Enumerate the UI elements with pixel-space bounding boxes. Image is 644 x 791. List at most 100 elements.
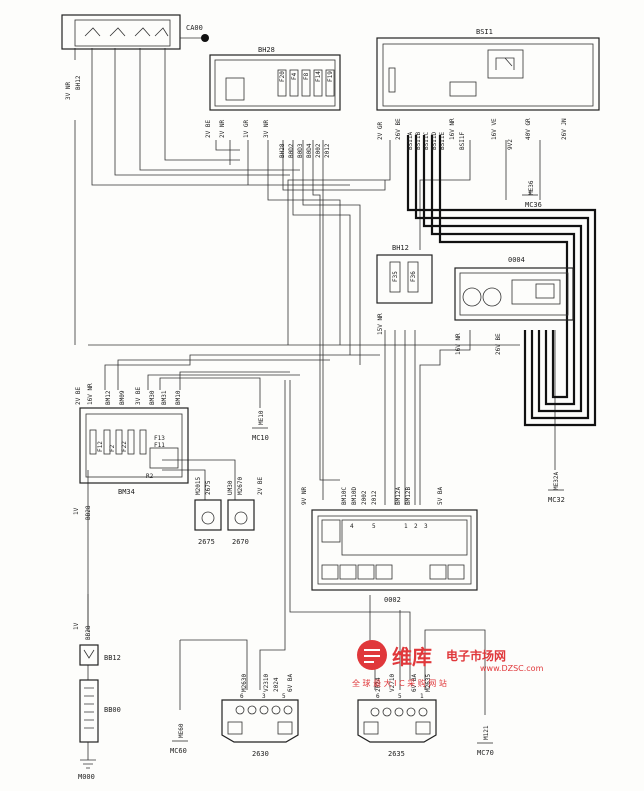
svg-text:BSI1A: BSI1A: [407, 132, 414, 150]
svg-text:MC70: MC70: [477, 749, 494, 757]
svg-text:6V BA: 6V BA: [287, 674, 294, 692]
svg-text:6: 6: [240, 693, 244, 700]
svg-text:MC60: MC60: [170, 747, 187, 755]
svg-text:2012: 2012: [371, 490, 378, 505]
label-bm34: BM34: [118, 488, 135, 496]
svg-text:16V VE: 16V VE: [491, 118, 498, 140]
svg-text:BM10D: BM10D: [351, 487, 358, 505]
svg-text:F12: F12: [97, 441, 104, 452]
svg-text:M2630: M2630: [241, 674, 248, 692]
svg-text:16V NR: 16V NR: [455, 333, 462, 355]
svg-text:5V BA: 5V BA: [437, 487, 444, 505]
svg-text:2V BE: 2V BE: [205, 120, 212, 138]
svg-text:BSI1E: BSI1E: [439, 132, 446, 150]
svg-text:2024: 2024: [375, 677, 382, 692]
svg-text:3: 3: [424, 523, 428, 530]
svg-text:2: 2: [414, 523, 418, 530]
label-bb00: BB00: [104, 706, 121, 714]
fuse-bh28-2: [289, 69, 299, 97]
svg-text:BM12B: BM12B: [405, 487, 412, 505]
svg-text:9V NR: 9V NR: [301, 487, 308, 505]
svg-text:2V BE: 2V BE: [257, 477, 264, 495]
label-bh12: BH12: [392, 244, 409, 252]
svg-text:M2015: M2015: [195, 477, 202, 495]
svg-text:UM30: UM30: [227, 480, 234, 495]
svg-text:维库: 维库: [392, 645, 432, 669]
svg-text:4: 4: [350, 523, 354, 530]
label-bb12: BB12: [104, 654, 121, 662]
label-ca00: CA00: [186, 24, 203, 32]
svg-text:2675: 2675: [198, 538, 215, 546]
svg-text:5: 5: [372, 523, 376, 530]
component-ca00: CA00 3V NR BH12: [61, 14, 209, 100]
svg-text:M2635: M2635: [425, 674, 432, 692]
svg-text:F13: F13: [154, 435, 165, 442]
svg-text:2002: 2002: [315, 143, 322, 158]
svg-text:M121: M121: [483, 725, 490, 740]
label-0002: 0002: [384, 596, 401, 604]
svg-text:BSI1D: BSI1D: [431, 132, 438, 150]
svg-text:www.DZSC.com: www.DZSC.com: [480, 664, 544, 673]
component-bm34: F12 F2 F22 F13 F11 R2 BM34 2V BE 16V NR …: [75, 383, 189, 496]
svg-text:BSI1B: BSI1B: [415, 132, 422, 150]
svg-text:BM12: BM12: [105, 390, 112, 405]
svg-text:BB28: BB28: [85, 625, 92, 640]
svg-text:F20: F20: [279, 71, 286, 82]
svg-text:F11: F11: [154, 442, 165, 449]
svg-text:BH28: BH28: [279, 143, 286, 158]
component-2670: 2670 UM30 M2670 2V BE: [227, 477, 264, 546]
svg-text:2675: 2675: [205, 480, 212, 495]
label-0004: 0004: [508, 256, 525, 264]
svg-text:M2670: M2670: [237, 477, 244, 495]
fuse-bh28-5: [325, 69, 335, 97]
svg-text:1V GR: 1V GR: [243, 120, 250, 138]
label-bsi1: BSI1: [476, 28, 493, 36]
svg-text:BSI1C: BSI1C: [423, 132, 430, 150]
svg-text:B0D2: B0D2: [288, 143, 295, 158]
ground-mc32: ME32A MC32: [548, 472, 565, 504]
svg-text:ME32A: ME32A: [553, 472, 560, 490]
svg-text:2024: 2024: [273, 677, 280, 692]
svg-text:3: 3: [262, 693, 266, 700]
svg-text:5: 5: [282, 693, 286, 700]
svg-text:F4: F4: [291, 72, 298, 80]
svg-text:F19: F19: [327, 71, 334, 82]
ca00-wire: BH12: [75, 75, 82, 90]
fuse-bh28-4: [313, 69, 323, 97]
component-bh28: F20 F4 F8 F14 F19 BH28 2V BE 2V NR 1V GR…: [205, 46, 341, 158]
component-0004: 0004 16V NR 26V BE: [454, 256, 574, 355]
svg-text:1: 1: [404, 523, 408, 530]
svg-text:F14: F14: [315, 71, 322, 82]
ground-mc60: ME60 MC60: [170, 723, 188, 755]
svg-text:BB28: BB28: [85, 505, 92, 520]
component-2635: 2635 6 5 1 2024 V2710 6V BA M2635: [357, 674, 437, 758]
svg-text:MC32: MC32: [548, 496, 565, 504]
svg-text:15V NR: 15V NR: [377, 313, 384, 335]
svg-text:F2: F2: [109, 444, 116, 452]
svg-text:V2710: V2710: [389, 674, 396, 692]
svg-text:F35: F35: [392, 271, 399, 282]
svg-text:V2310: V2310: [263, 674, 270, 692]
svg-text:1V: 1V: [73, 507, 80, 515]
svg-text:16V NR: 16V NR: [87, 383, 94, 405]
svg-text:6V BA: 6V BA: [411, 674, 418, 692]
svg-text:2670: 2670: [232, 538, 249, 546]
svg-text:40V GR: 40V GR: [525, 118, 532, 140]
svg-text:6: 6: [376, 693, 380, 700]
component-2675: 2675 M2015 2675: [194, 477, 222, 546]
svg-text:3V BE: 3V BE: [135, 387, 142, 405]
svg-text:2V BE: 2V BE: [75, 387, 82, 405]
component-bsi1: BSI1 2V GR 26V BE 16V NR 16V VE 40V GR 2…: [376, 28, 600, 150]
svg-text:2V NR: 2V NR: [219, 120, 226, 138]
svg-text:F36: F36: [410, 271, 417, 282]
svg-text:BM09: BM09: [119, 390, 126, 405]
svg-text:MC10: MC10: [252, 434, 269, 442]
ca00-connector: 3V NR: [65, 82, 72, 100]
svg-text:2V GR: 2V GR: [377, 122, 384, 140]
svg-text:BM10C: BM10C: [341, 487, 348, 505]
svg-text:MC36: MC36: [525, 201, 542, 209]
svg-text:F22: F22: [121, 441, 128, 452]
thick-bus: [406, 135, 597, 427]
svg-text:ME36: ME36: [528, 180, 535, 195]
